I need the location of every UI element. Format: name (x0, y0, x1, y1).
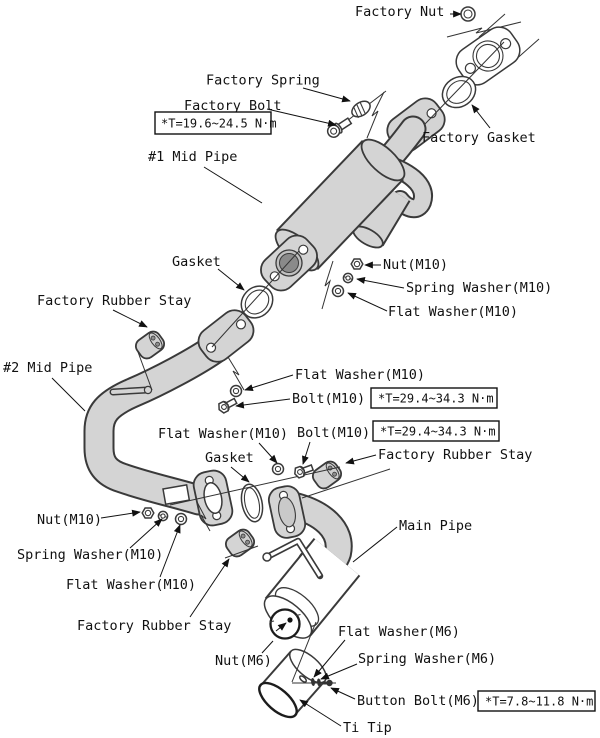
spring-washer-m10-icon (342, 272, 354, 284)
label-flat-washer-m6: Flat Washer(M6) (338, 624, 460, 640)
spring-washer-m10-icon (157, 510, 169, 522)
labels: Factory Nut Factory Spring Factory Bolt … (3, 4, 552, 736)
torque-box-factory-bolt (154, 111, 272, 135)
flat-washer-m10-icon (331, 284, 345, 298)
nut-m10-icon (350, 258, 364, 270)
torque-spec-boxes: *T=19.6~24.5 N·m *T=29.4~34.3 N·m *T=29.… (154, 111, 596, 712)
label-factory-spring: Factory Spring (206, 73, 320, 89)
label-flat-washer-m10-mid: Flat Washer(M10) (158, 426, 288, 442)
hanger-rod-tip (143, 385, 153, 395)
mid-pipe-2-drawing (83, 309, 255, 527)
label-factory-rubber-stay-left: Factory Rubber Stay (37, 293, 191, 309)
label-factory-rubber-stay-right: Factory Rubber Stay (378, 447, 532, 463)
label-button-bolt-m6: Button Bolt(M6) (357, 693, 479, 709)
label-mid-pipe-1: #1 Mid Pipe (148, 149, 237, 165)
label-spring-washer-m6: Spring Washer(M6) (358, 651, 496, 667)
torque-bolt-m10-mid: *T=29.4~34.3 N·m (380, 425, 496, 439)
tick-line (478, 13, 506, 38)
mid-pipe-2-end-flange (192, 469, 234, 527)
nut-m10-icon (141, 507, 155, 519)
factory-flange-drawing (455, 26, 521, 86)
label-factory-nut: Factory Nut (355, 4, 444, 20)
label-ti-tip: Ti Tip (343, 720, 392, 736)
label-gasket-lower: Gasket (205, 450, 254, 466)
label-factory-gasket: Factory Gasket (422, 130, 536, 146)
torque-bolt-m10-right: *T=29.4~34.3 N·m (378, 392, 494, 406)
label-gasket-upper: Gasket (172, 254, 221, 270)
button-bolt-m6-icon (322, 679, 333, 687)
leader-lines (51, 10, 491, 727)
label-nut-m10-upper: Nut(M10) (383, 257, 448, 273)
flat-washer-m10-icon (174, 512, 188, 526)
label-spring-washer-m10-lower: Spring Washer(M10) (17, 547, 163, 563)
label-factory-bolt: Factory Bolt (184, 98, 282, 114)
flat-washer-m6-icon (311, 678, 315, 686)
main-pipe-drawing (262, 485, 361, 640)
gasket-upper-drawing (240, 285, 274, 319)
label-nut-m6: Nut(M6) (215, 653, 272, 669)
label-main-pipe: Main Pipe (399, 518, 472, 534)
mid-pipe-1-drawing (260, 97, 446, 292)
flat-washer-m10-icon (271, 462, 285, 476)
label-mid-pipe-2: #2 Mid Pipe (3, 360, 92, 376)
label-factory-rubber-stay-bottom: Factory Rubber Stay (77, 618, 231, 634)
flat-washer-m10-icon (229, 384, 243, 398)
factory-spring-icon (351, 100, 371, 119)
stud-dot (287, 617, 293, 623)
torque-button-bolt-m6: *T=7.8~11.8 N·m (485, 695, 593, 709)
label-flat-washer-m10-right: Flat Washer(M10) (295, 367, 425, 383)
pipe-label-plate (162, 483, 191, 506)
factory-flange-assembly-drawing (441, 6, 540, 109)
factory-nut-icon (460, 6, 476, 22)
torque-box-bolt-m10-mid (372, 420, 500, 442)
fasteners (141, 100, 371, 687)
mid-pipe-2-top-flange (197, 309, 255, 363)
label-spring-washer-m10-upper: Spring Washer(M10) (406, 280, 552, 296)
spring-washer-m6-icon (317, 678, 321, 687)
torque-factory-bolt: *T=19.6~24.5 N·m (161, 117, 277, 131)
label-flat-washer-m10-upper: Flat Washer(M10) (388, 304, 518, 320)
label-nut-m10-lower: Nut(M10) (37, 512, 102, 528)
torque-box-bolt-m10-right (370, 387, 498, 409)
label-bolt-m10-right: Bolt(M10) (292, 391, 365, 407)
label-bolt-m10-mid: Bolt(M10) (297, 425, 370, 441)
main-pipe-flange (267, 485, 307, 539)
torque-box-button-bolt-m6 (477, 690, 596, 712)
label-flat-washer-m10-lower: Flat Washer(M10) (66, 577, 196, 593)
hanger-rod-tip (262, 552, 272, 562)
gasket-lower-drawing (240, 483, 264, 523)
